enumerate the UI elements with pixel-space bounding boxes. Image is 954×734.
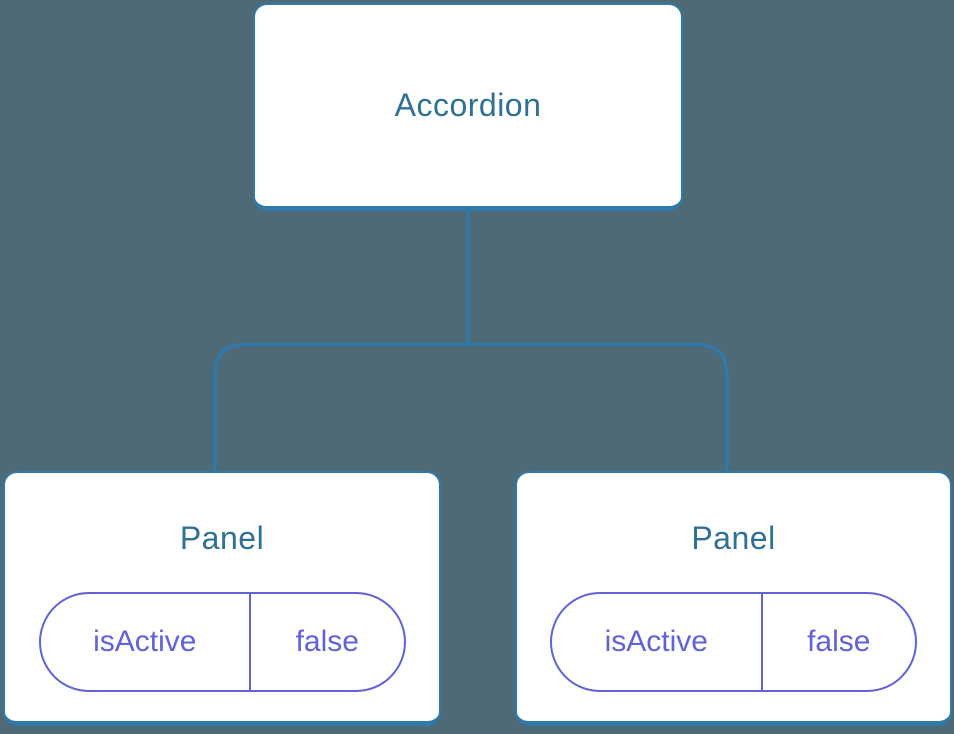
node-panel-right-label: Panel xyxy=(691,520,776,556)
state-value: false xyxy=(295,625,359,658)
node-accordion-label: Accordion xyxy=(394,87,542,123)
state-key: isActive xyxy=(41,594,252,690)
node-panel-right: Panel isActive false xyxy=(515,471,952,726)
node-panel-left: Panel isActive false xyxy=(3,471,441,726)
state-value: false xyxy=(807,625,871,658)
state-pill: isActive false xyxy=(38,592,406,692)
connector-branch-bracket xyxy=(213,342,729,471)
state-pill: isActive false xyxy=(550,592,917,692)
node-panel-left-label: Panel xyxy=(179,520,265,556)
state-key: isActive xyxy=(552,594,763,690)
node-accordion: Accordion xyxy=(253,3,683,211)
